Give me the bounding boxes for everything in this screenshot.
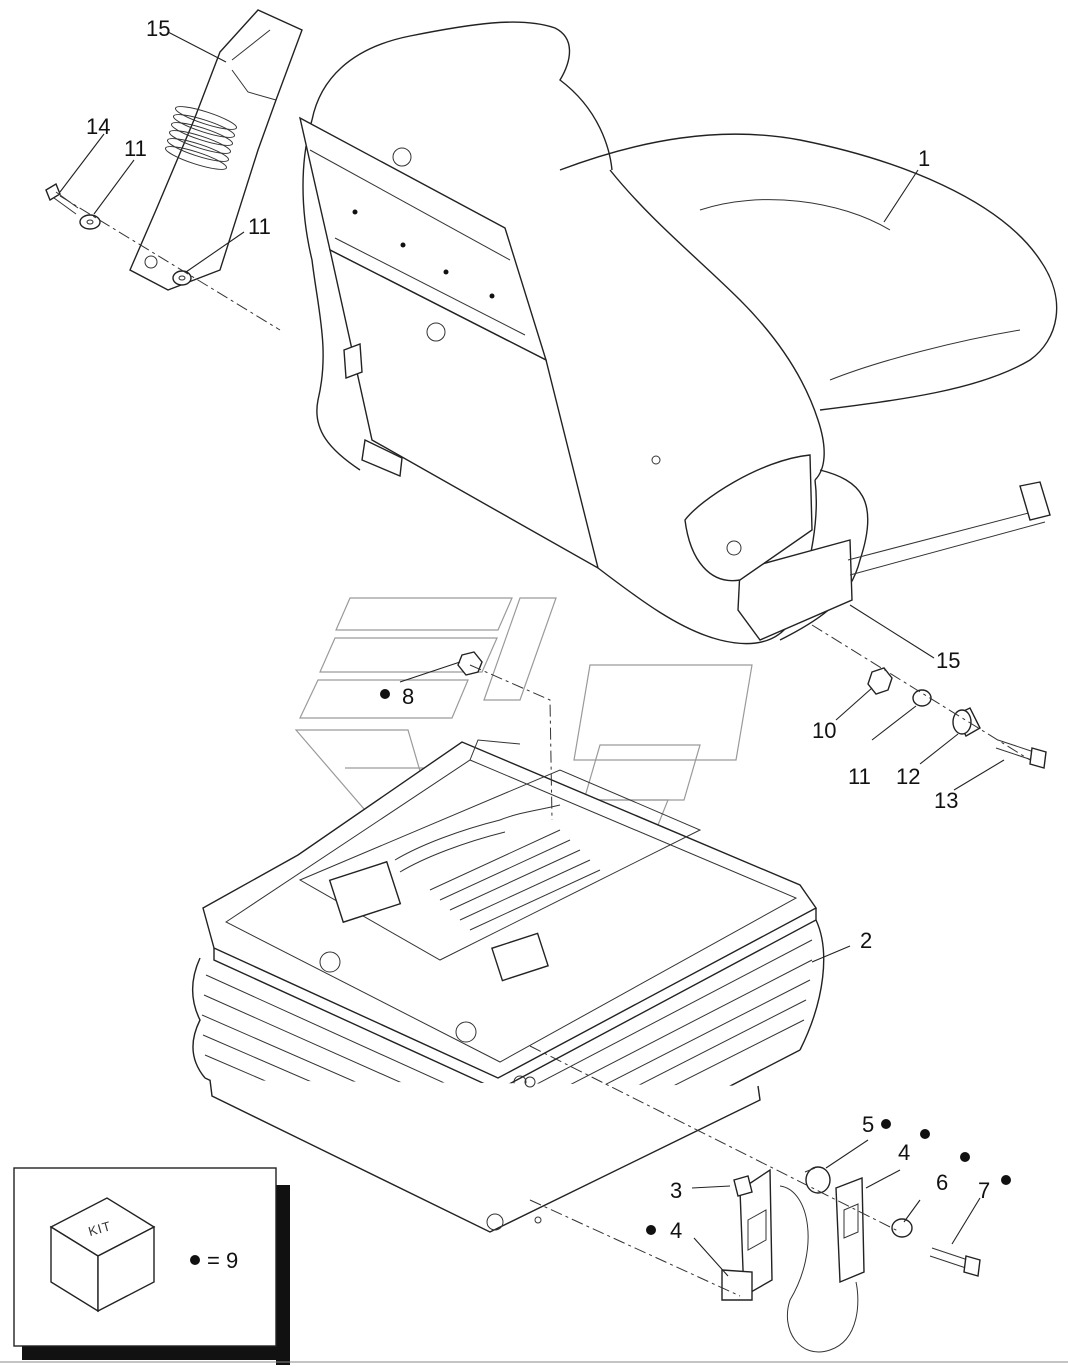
callout-5: 5 xyxy=(862,1112,874,1137)
callout-11-right: 11 xyxy=(848,764,871,789)
callout-labels: 15 1 14 11 11 15 8 10 11 12 13 2 5 4 6 7… xyxy=(86,16,990,1243)
callout-13: 13 xyxy=(934,788,958,813)
callout-1: 1 xyxy=(918,146,930,171)
kit-equation: = 9 xyxy=(207,1248,238,1273)
callout-7: 7 xyxy=(978,1178,990,1203)
callout-6: 6 xyxy=(936,1170,948,1195)
leader-lines xyxy=(59,31,1005,1277)
kit-bullet xyxy=(190,1255,200,1265)
kit-legend: KIT = 9 xyxy=(13,1167,290,1365)
spring-coils xyxy=(165,106,237,170)
kit-markers xyxy=(380,689,1011,1235)
callout-4-right: 4 xyxy=(898,1140,910,1165)
callout-11-left: 11 xyxy=(124,136,147,161)
callout-14: 14 xyxy=(86,114,110,139)
armrest-part xyxy=(129,9,303,291)
assembly-lines xyxy=(59,195,1031,1297)
hardware xyxy=(45,182,1047,1353)
callout-4-left: 4 xyxy=(670,1218,682,1243)
callout-10: 10 xyxy=(812,718,836,743)
callout-12: 12 xyxy=(896,764,920,789)
callout-15-bottom: 15 xyxy=(936,648,960,673)
suspension-base xyxy=(191,739,825,1233)
callout-3: 3 xyxy=(670,1178,682,1203)
mechanism-slots xyxy=(429,829,601,931)
callout-11-mid: 11 xyxy=(248,214,271,239)
seat-assembly xyxy=(298,21,1058,645)
callout-2: 2 xyxy=(860,928,872,953)
kit-label: KIT xyxy=(87,1218,113,1239)
callout-8: 8 xyxy=(402,684,414,709)
kit-box-icon xyxy=(49,1197,156,1313)
callout-15-top: 15 xyxy=(146,16,170,41)
